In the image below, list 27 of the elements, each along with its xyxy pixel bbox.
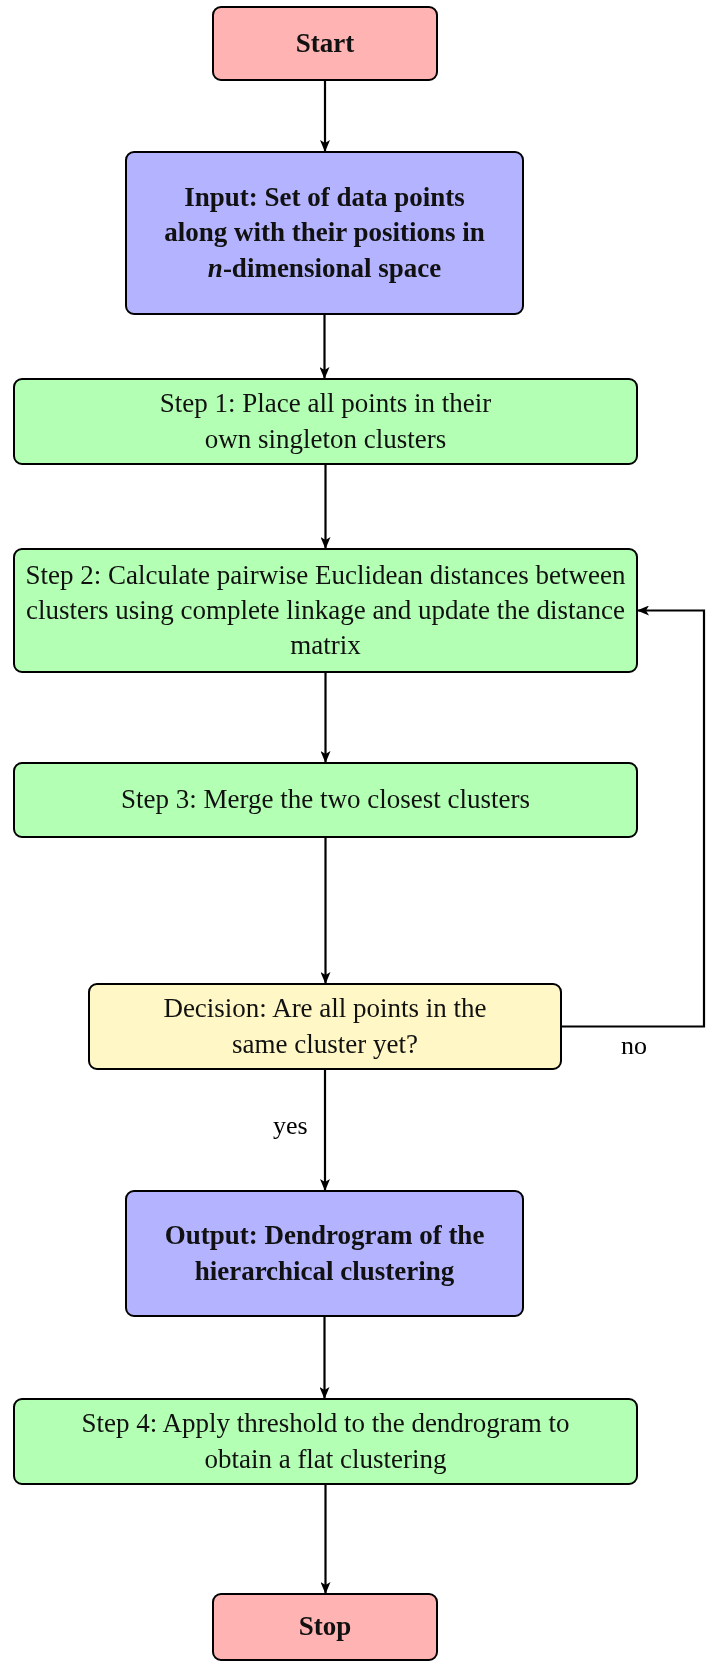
process-box — [13, 762, 638, 838]
arrow — [320, 465, 331, 549]
process-box — [13, 1398, 638, 1485]
process-box — [13, 548, 638, 673]
node-text: Decision: Are all points in the same cluster yet? — [162, 992, 488, 1061]
node-text: Start — [295, 26, 355, 60]
arrow — [562, 605, 706, 1028]
arrow — [320, 1485, 331, 1594]
output-box — [125, 1190, 524, 1317]
arrow — [320, 1070, 330, 1191]
node-text: Step 3: Merge the two closest clusters — [121, 783, 530, 817]
process-box — [13, 378, 638, 465]
node-text: Input: Set of data points along with their positions in n-dimensional space — [163, 181, 486, 285]
arrow — [319, 1317, 330, 1399]
node-text: Output: Dendrogram of the hierarchical clustering — [163, 1219, 486, 1288]
node-text: Step 4: Apply threshold to the dendrogram to obtain a flat clustering — [80, 1407, 571, 1476]
stop-terminal — [212, 1593, 438, 1661]
input-box — [125, 151, 524, 315]
arrow — [320, 838, 331, 984]
arrow — [319, 315, 330, 379]
start-terminal — [212, 6, 438, 81]
arrow — [320, 673, 331, 763]
arrow — [320, 81, 330, 152]
decision-box — [88, 983, 562, 1070]
node-text: Step 2: Calculate pairwise Euclidean distances between clusters using complete linkage and update the distance matrix — [25, 558, 626, 663]
node-text: Step 1: Place all points in their own singleton clusters — [158, 387, 493, 456]
node-text: Stop — [298, 1610, 352, 1644]
